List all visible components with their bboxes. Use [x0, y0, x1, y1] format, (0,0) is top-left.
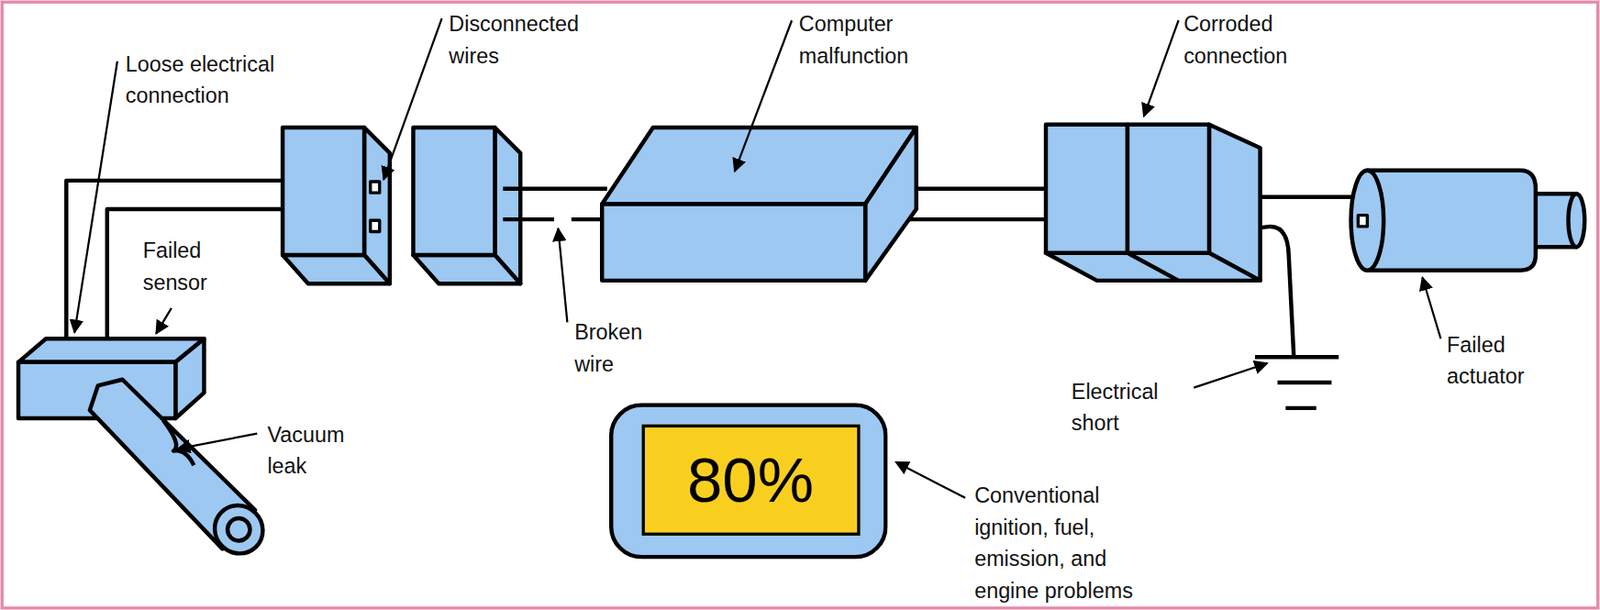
callout-label: Loose electrical connection [125, 47, 305, 112]
display-frame [611, 405, 886, 558]
connector-half [412, 127, 521, 284]
vacuum-hose [89, 379, 273, 564]
connector-pair [1045, 124, 1261, 281]
percent-value: 80% [687, 444, 814, 517]
callout-label: Failed actuator [1446, 328, 1549, 392]
callout-label: Broken wire [574, 316, 662, 380]
connector-half [282, 127, 390, 284]
callout-label: Electrical short [1071, 375, 1184, 439]
computer [601, 127, 917, 281]
callout-label: Disconnected wires [448, 8, 602, 72]
callout-label: Vacuum leak [266, 418, 369, 482]
ground-symbol [1255, 356, 1339, 409]
display-screen: 80% [641, 424, 860, 536]
callout-label: Computer malfunction [799, 8, 933, 72]
actuator [1351, 170, 1586, 271]
callout-label: Failed sensor [143, 234, 241, 299]
percent-display: 80% [609, 402, 889, 559]
callout-label: Conventional ignition, fuel, emission, a… [974, 479, 1154, 607]
callout-label: Corroded connection [1183, 8, 1317, 72]
sensor-wires [66, 180, 283, 347]
